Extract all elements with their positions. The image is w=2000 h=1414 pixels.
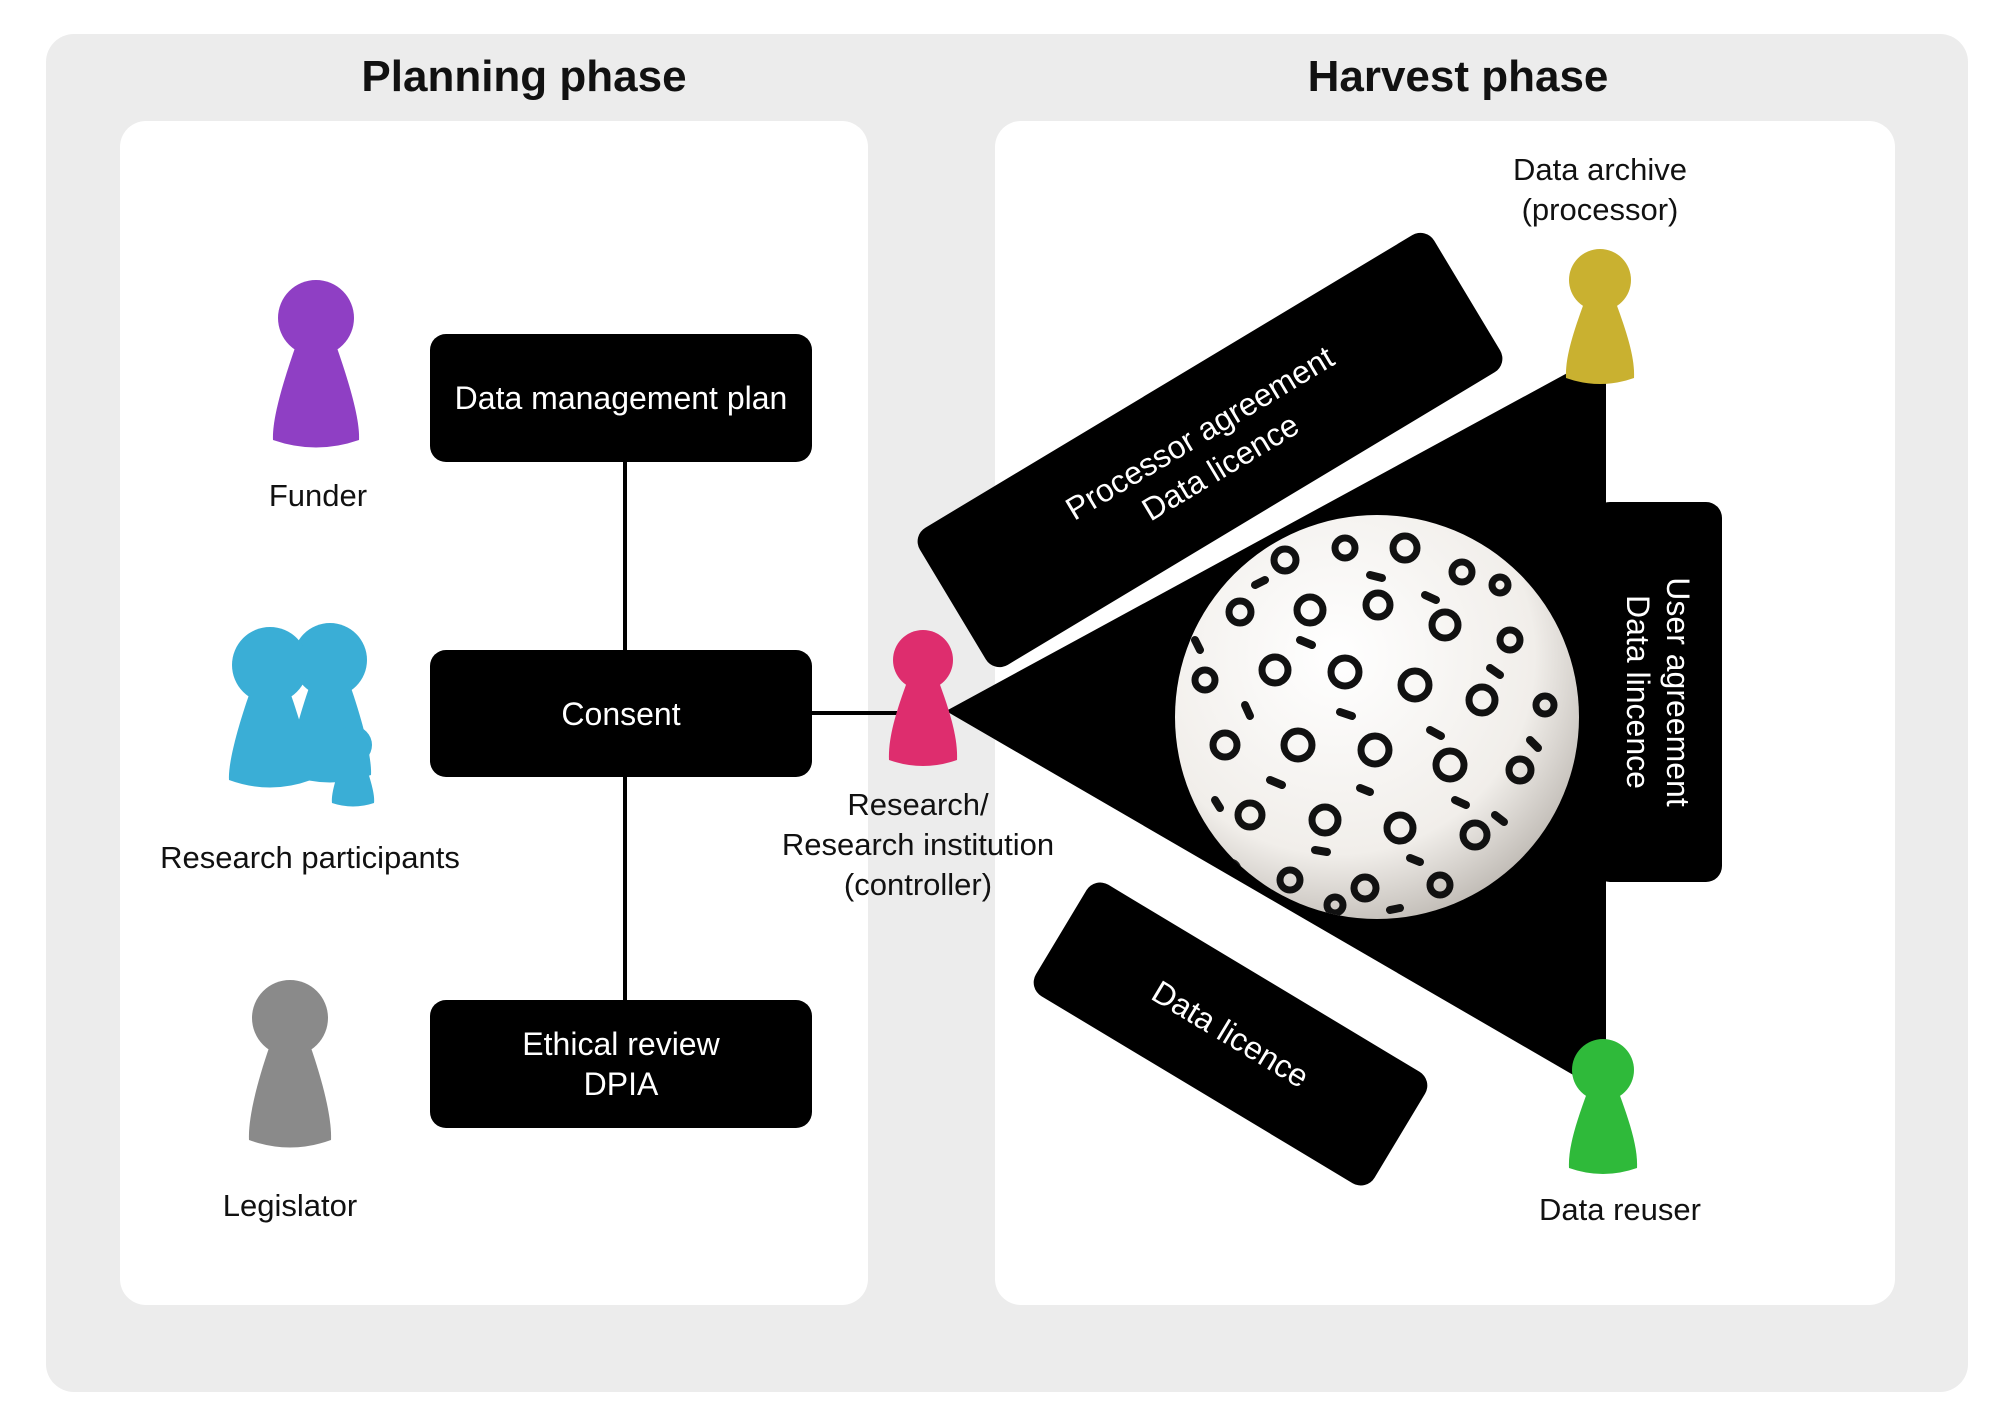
legislator-pawn [248,980,332,1148]
archive-pawn [1565,249,1635,384]
funder-label: Funder [268,478,368,513]
data-management-plan-box: Data management plan [430,334,812,462]
data-archive-label-line-1: Data archive [1512,152,1688,187]
data-archive-label: Data archive (processor) [1460,150,1740,230]
consent-box: Consent [430,650,812,777]
user-data-licence-label: Data lincence [1620,595,1656,789]
controller-label: Research/ Research institution (controll… [758,785,1078,905]
participants-pawns [228,623,375,807]
harvest-phase-title: Harvest phase [1307,52,1609,101]
data-ball-image [1175,515,1579,919]
legislator-label: Legislator [222,1188,358,1223]
ethical-review-label: Ethical review [522,1026,720,1062]
user-agreement-box: User agreement Data lincence [1594,502,1722,882]
controller-pawn [888,630,958,766]
research-participants-label: Research participants [160,840,460,875]
controller-label-line-1: Research/ [847,787,989,822]
consent-label: Consent [561,695,681,732]
data-management-plan-label: Data management plan [454,380,788,416]
dpia-label: DPIA [583,1066,659,1102]
planning-phase-title: Planning phase [361,52,687,101]
reuser-pawn [1568,1039,1638,1174]
ethical-review-box: Ethical review DPIA [430,1000,812,1128]
controller-label-line-3: (controller) [843,867,993,902]
data-archive-label-line-2: (processor) [1521,192,1679,227]
controller-label-line-2: Research institution [781,827,1055,862]
funder-pawn [272,280,360,448]
user-agreement-label: User agreement [1660,577,1696,807]
data-reuser-label: Data reuser [1539,1192,1701,1227]
